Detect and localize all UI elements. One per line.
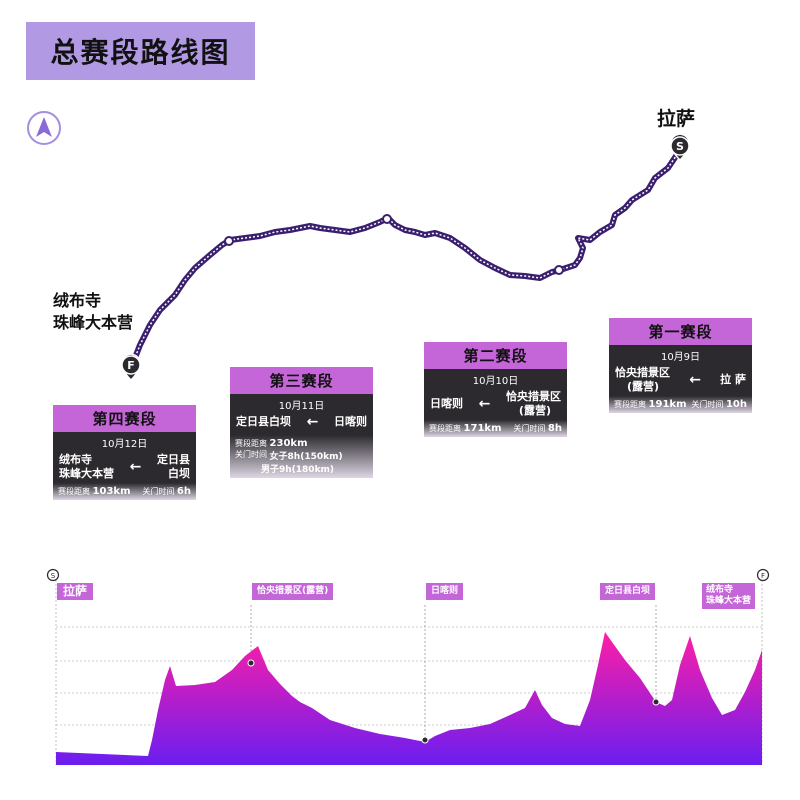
start-pin-icon: S bbox=[670, 133, 690, 162]
stage-destination-line2: 珠峰大本营 bbox=[59, 467, 114, 480]
stage-card-3: 第三赛段 10月11日 定日县白坝 ← 日喀则 赛段距离 230km 关门时间 … bbox=[230, 367, 373, 478]
stage-destination-line2: (露营) bbox=[627, 380, 660, 393]
stage-destination-line1: 绒布寺 bbox=[59, 453, 92, 466]
stage-origin-line2: 白坝 bbox=[167, 467, 190, 480]
stage-destination-line1: 恰央措景区 bbox=[615, 366, 670, 379]
stage-origin: 日喀则 bbox=[333, 415, 367, 428]
stage-origin: 日喀则 bbox=[430, 397, 463, 410]
elevation-area bbox=[56, 632, 762, 765]
route-map: S F bbox=[121, 133, 690, 382]
stage-title: 第一赛段 bbox=[609, 318, 752, 345]
profile-tag-stage3-end: 定日县白坝 bbox=[600, 583, 656, 600]
stage-destination-line1: 恰央措景区 bbox=[505, 390, 561, 403]
profile-tag-finish: 绒布寺 珠峰大本营 bbox=[702, 583, 756, 609]
profile-point bbox=[247, 659, 255, 667]
route-waypoint bbox=[554, 265, 564, 275]
cutoff-label: 关门时间 bbox=[235, 450, 267, 459]
stage-route: 定日县白坝 ← 日喀则 bbox=[230, 412, 373, 435]
cutoff-value-female: 女子8h(150km) bbox=[269, 452, 343, 462]
north-arrow-icon bbox=[27, 111, 61, 145]
profile-point bbox=[652, 698, 660, 706]
route-line-inner bbox=[130, 149, 681, 369]
stage-origin-line1: 定日县 bbox=[156, 453, 190, 466]
profile-start-letter: S bbox=[51, 572, 56, 580]
stage-date: 10月12日 bbox=[101, 439, 148, 450]
route-waypoint bbox=[224, 236, 234, 246]
stage-title: 第四赛段 bbox=[53, 405, 196, 432]
finish-pin-icon: F bbox=[121, 353, 141, 382]
profile-tag-stage1-end: 恰央措景区(露营) bbox=[252, 583, 334, 600]
cutoff-value: 10h bbox=[725, 399, 747, 410]
stage-destination: 绒布寺 珠峰大本营 bbox=[59, 453, 114, 481]
stage-destination: 恰央措景区 (露营) bbox=[615, 366, 670, 394]
profile-start-pin-icon: S bbox=[46, 568, 60, 582]
stage-card-1: 第一赛段 10月9日 恰央措景区 (露营) ← 拉 萨 赛段距离 191km 关… bbox=[609, 318, 752, 413]
stage-footer: 赛段距离 103km 关门时间 6h bbox=[53, 483, 196, 500]
profile-point bbox=[421, 736, 429, 744]
start-marker-letter: S bbox=[676, 140, 684, 153]
finish-place-line1: 绒布寺 bbox=[53, 291, 102, 310]
stage-route: 日喀则 ← 恰央措景区 (露营) bbox=[424, 387, 567, 420]
stage-date: 10月11日 bbox=[278, 401, 325, 412]
cutoff-label: 关门时间 bbox=[513, 424, 546, 433]
stage-footer: 赛段距离 171km 关门时间 8h bbox=[424, 420, 567, 437]
stage-route: 恰央措景区 (露营) ← 拉 萨 bbox=[609, 363, 752, 396]
elevation-profile: S F bbox=[46, 568, 770, 765]
stage-route: 绒布寺 珠峰大本营 ← 定日县 白坝 bbox=[53, 450, 196, 483]
stage-origin: 定日县 白坝 bbox=[157, 453, 190, 481]
profile-finish-pin-icon: F bbox=[756, 568, 770, 582]
stage-date: 10月10日 bbox=[472, 376, 519, 387]
stage-title: 第三赛段 bbox=[230, 367, 373, 394]
cutoff-label: 关门时间 bbox=[691, 400, 724, 409]
distance-value: 191km bbox=[648, 399, 687, 410]
stage-footer: 赛段距离 230km 关门时间 女子8h(150km) 男子9h(180km) bbox=[230, 435, 373, 478]
stage-destination-line2: (露营) bbox=[518, 404, 551, 417]
profile-tag-stage2-end: 日喀则 bbox=[426, 583, 464, 600]
left-arrow-icon: ← bbox=[689, 372, 701, 388]
route-line-outer bbox=[128, 148, 683, 370]
cutoff-value: 8h bbox=[547, 423, 562, 434]
distance-label: 赛段距离 bbox=[58, 487, 90, 496]
cutoff-value-male: 男子9h(180km) bbox=[261, 465, 335, 475]
profile-finish-letter: F bbox=[761, 572, 765, 580]
left-arrow-icon: ← bbox=[129, 459, 142, 475]
page-title: 总赛段路线图 bbox=[26, 22, 255, 80]
distance-value: 103km bbox=[92, 486, 131, 497]
profile-tag-start: 拉萨 bbox=[57, 583, 94, 600]
cutoff-value: 6h bbox=[176, 486, 191, 497]
left-arrow-icon: ← bbox=[478, 396, 491, 412]
distance-label: 赛段距离 bbox=[235, 439, 267, 448]
cutoff-label: 关门时间 bbox=[142, 487, 175, 496]
left-arrow-icon: ← bbox=[306, 414, 319, 430]
distance-label: 赛段距离 bbox=[429, 424, 461, 433]
route-waypoint bbox=[382, 214, 392, 224]
stage-date: 10月9日 bbox=[660, 352, 701, 363]
profile-tag-finish-line2: 珠峰大本营 bbox=[706, 596, 752, 606]
distance-value: 230km bbox=[269, 438, 308, 449]
stage-destination: 定日县白坝 bbox=[236, 415, 291, 428]
profile-tag-finish-line1: 绒布寺 bbox=[706, 585, 734, 595]
distance-value: 171km bbox=[463, 423, 502, 434]
finish-place-line2: 珠峰大本营 bbox=[53, 313, 134, 332]
stage-origin: 拉 萨 bbox=[720, 373, 746, 386]
stage-card-2: 第二赛段 10月10日 日喀则 ← 恰央措景区 (露营) 赛段距离 171km … bbox=[424, 342, 567, 437]
stage-title: 第二赛段 bbox=[424, 342, 567, 369]
start-place-label: 拉萨 bbox=[657, 108, 696, 130]
stage-footer: 赛段距离 191km 关门时间 10h bbox=[609, 396, 752, 413]
stage-destination: 恰央措景区 (露营) bbox=[506, 390, 561, 418]
distance-label: 赛段距离 bbox=[614, 400, 646, 409]
finish-marker-letter: F bbox=[127, 359, 135, 372]
stage-card-4: 第四赛段 10月12日 绒布寺 珠峰大本营 ← 定日县 白坝 赛段距离 103k… bbox=[53, 405, 196, 500]
finish-place-label: 绒布寺 珠峰大本营 bbox=[53, 290, 133, 334]
